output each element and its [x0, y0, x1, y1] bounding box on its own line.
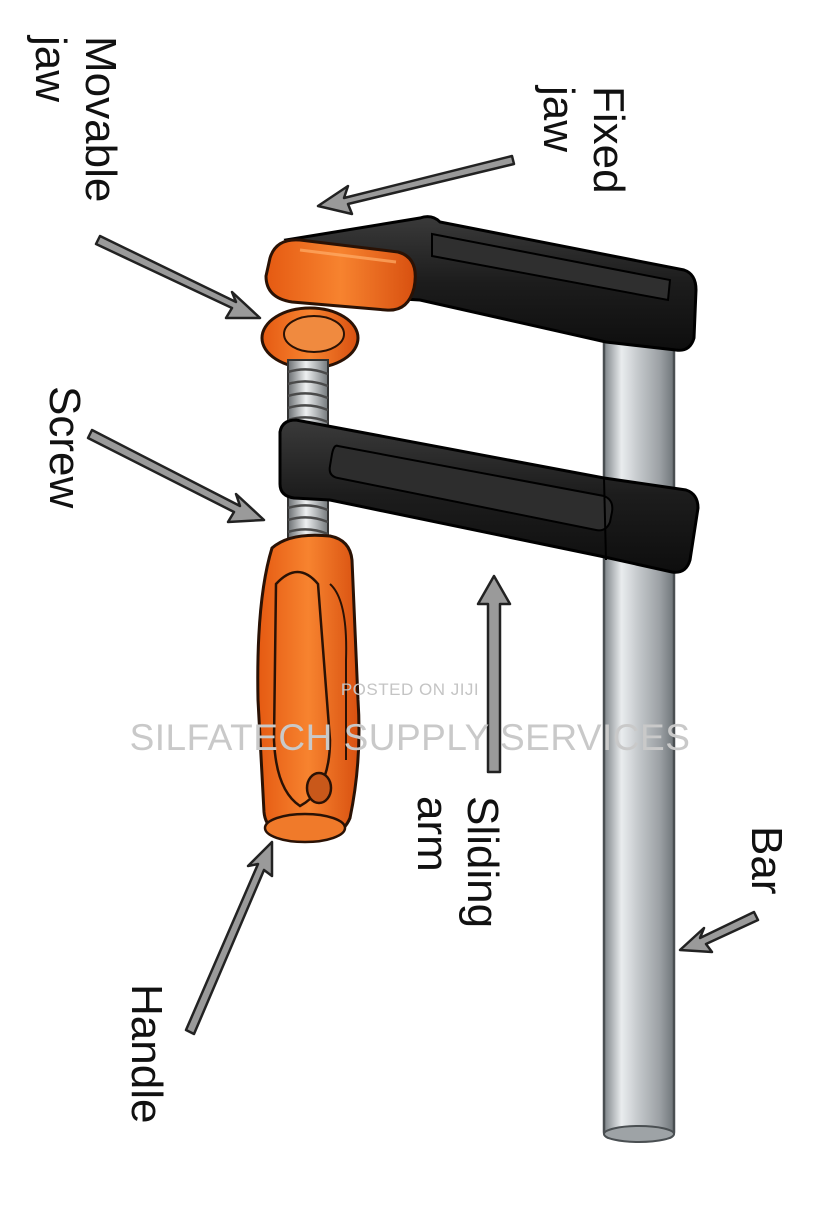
sliding-arm-label: Sliding arm	[408, 796, 507, 940]
movable-jaw-arrow-icon	[94, 234, 262, 320]
handle-arrow-icon	[184, 840, 274, 1036]
watermark-posted: POSTED ON JIJI	[341, 680, 479, 699]
fixed-jaw-label: Fixed jaw	[534, 84, 633, 206]
watermark-seller: SILFATECH SUPPLY SERVICES	[130, 717, 691, 758]
bar-label: Bar	[742, 826, 791, 894]
movable-jaw-label: Movable jaw	[26, 34, 125, 215]
sliding-arm-arrow-icon	[476, 574, 512, 774]
screw-label: Screw	[40, 386, 89, 508]
fixed-jaw-arrow-icon	[316, 154, 516, 216]
fixed-jaw-pad	[264, 238, 417, 312]
screw-arrow-icon	[86, 428, 266, 524]
handle	[256, 533, 361, 844]
bar-arrow-icon	[678, 910, 760, 954]
sliding-arm	[278, 418, 700, 574]
handle-label: Handle	[122, 984, 171, 1123]
